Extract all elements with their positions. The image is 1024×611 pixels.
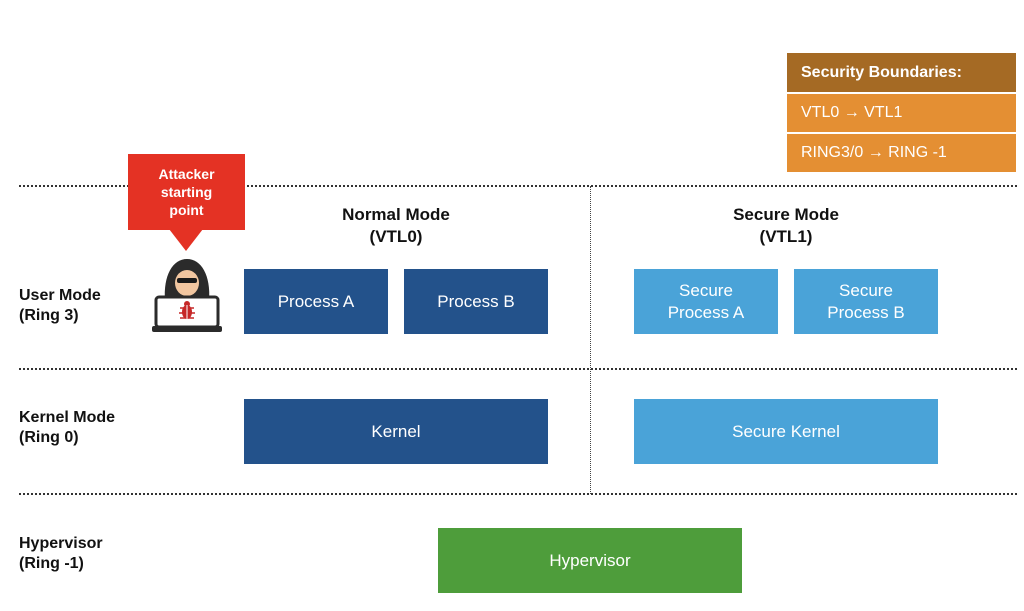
row-label-kernel-mode: Kernel Mode (Ring 0) xyxy=(19,408,115,448)
user-mode-ring: (Ring 3) xyxy=(19,307,79,324)
separator-user-kernel xyxy=(19,368,1017,370)
attacker-callout: Attacker starting point xyxy=(128,154,245,230)
kernel-mode-ring: (Ring 0) xyxy=(19,429,79,446)
user-mode-title: User Mode xyxy=(19,287,101,304)
process-b-box: Process B xyxy=(404,269,548,334)
secure-process-a-line1: Secure xyxy=(679,280,733,300)
hypervisor-title: Hypervisor xyxy=(19,535,103,552)
attacker-label-line2: starting xyxy=(160,184,213,200)
secure-mode-vtl: (VTL1) xyxy=(759,227,813,246)
row-label-hypervisor: Hypervisor (Ring -1) xyxy=(19,534,103,574)
attacker-callout-pointer xyxy=(169,229,203,251)
column-header-secure-mode: Secure Mode (VTL1) xyxy=(686,204,886,248)
separator-top xyxy=(19,185,1017,187)
hacker-laptop-icon xyxy=(151,255,223,333)
secure-process-b-line2: Process B xyxy=(827,302,905,322)
attacker-label-line1: Attacker xyxy=(158,166,215,182)
column-header-normal-mode: Normal Mode (VTL0) xyxy=(296,204,496,248)
secure-process-a-box: Secure Process A xyxy=(634,269,778,334)
normal-mode-vtl: (VTL0) xyxy=(369,227,423,246)
secure-process-a-line2: Process A xyxy=(667,302,745,322)
secure-process-b-box: Secure Process B xyxy=(794,269,938,334)
row-label-user-mode: User Mode (Ring 3) xyxy=(19,286,101,326)
normal-mode-title: Normal Mode xyxy=(342,205,450,224)
secure-kernel-box: Secure Kernel xyxy=(634,399,938,464)
legend-row-vtl: VTL0 → VTL1 xyxy=(787,94,1016,132)
legend-row-ring: RING3/0 → RING -1 xyxy=(787,134,1016,172)
kernel-box: Kernel xyxy=(244,399,548,464)
hypervisor-box: Hypervisor xyxy=(438,528,742,593)
legend-title: Security Boundaries: xyxy=(787,53,1016,92)
secure-process-b-line1: Secure xyxy=(839,280,893,300)
process-a-box: Process A xyxy=(244,269,388,334)
hypervisor-ring: (Ring -1) xyxy=(19,555,84,572)
secure-mode-title: Secure Mode xyxy=(733,205,839,224)
kernel-mode-title: Kernel Mode xyxy=(19,409,116,426)
separator-kernel-hypervisor xyxy=(19,493,1017,495)
separator-vtl xyxy=(590,186,591,494)
attacker-label-line3: point xyxy=(169,202,204,218)
